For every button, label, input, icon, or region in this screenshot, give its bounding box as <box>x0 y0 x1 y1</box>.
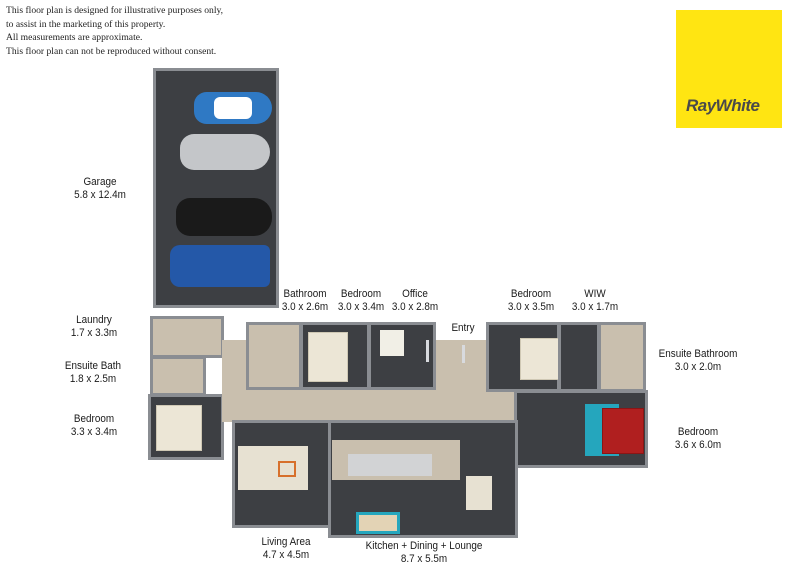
room-size: 1.8 x 2.5m <box>69 373 117 385</box>
room-size: 4.7 x 4.5m <box>262 549 310 561</box>
door-icon <box>426 340 429 362</box>
laundry-room <box>150 316 224 358</box>
bed-icon <box>308 332 348 382</box>
room-size: 3.0 x 2.6m <box>281 301 329 313</box>
disclaimer-line: This floor plan is designed for illustra… <box>6 5 224 16</box>
room-size: 3.0 x 3.4m <box>337 301 385 313</box>
room-label-bedroom-west: Bedroom 3.3 x 3.4m <box>58 413 130 439</box>
room-name: Kitchen + Dining + Lounge <box>365 540 483 552</box>
room-name: Ensuite Bath <box>64 360 122 372</box>
disclaimer-line: All measurements are approximate. <box>6 32 143 44</box>
room-label-entry: Entry <box>448 322 479 335</box>
room-label-bedroom-north: Bedroom 3.0 x 3.4m <box>333 288 389 314</box>
room-name: Ensuite Bathroom <box>658 348 738 360</box>
room-label-wiw: WIW 3.0 x 1.7m <box>567 288 623 314</box>
dining-table-icon <box>356 512 400 534</box>
room-label-living-area: Living Area 4.7 x 4.5m <box>254 536 319 562</box>
disclaimer: This floor plan is designed for illustra… <box>6 4 223 58</box>
room-size: 5.8 x 12.4m <box>74 189 126 201</box>
sofa-icon <box>238 446 308 490</box>
room-name: Bedroom <box>73 413 115 425</box>
room-label-master-bedroom: Bedroom 3.6 x 6.0m <box>666 426 731 452</box>
room-label-bedroom-east: Bedroom 3.0 x 3.5m <box>503 288 559 314</box>
room-label-kitchen-dining-lounge: Kitchen + Dining + Lounge 8.7 x 5.5m <box>361 540 487 566</box>
room-size: 3.0 x 2.8m <box>391 301 439 313</box>
room-size: 3.0 x 2.0m <box>674 361 722 373</box>
bed-icon <box>520 338 562 380</box>
room-size: 8.7 x 5.5m <box>400 553 448 565</box>
ensuite-bath-room <box>150 356 206 396</box>
bed-icon <box>156 405 202 451</box>
room-name: Bathroom <box>283 288 327 300</box>
room-name: Bedroom <box>510 288 552 300</box>
room-label-office: Office 3.0 x 2.8m <box>387 288 443 314</box>
room-label-ensuite-bath: Ensuite Bath 1.8 x 2.5m <box>53 360 134 386</box>
ute-blue-icon <box>170 245 270 287</box>
ensuite-bathroom-room <box>598 322 646 392</box>
brand-name: RayWhite <box>686 96 760 115</box>
disclaimer-line: This floor plan can not be reproduced wi… <box>6 45 217 57</box>
room-name: Garage <box>83 176 117 188</box>
disclaimer-line: to assist in the marketing of this prope… <box>6 18 166 30</box>
room-name: Entry <box>451 322 475 334</box>
room-label-ensuite-bathroom: Ensuite Bathroom 3.0 x 2.0m <box>655 348 741 374</box>
room-name: Bedroom <box>677 426 719 438</box>
room-name: Living Area <box>261 536 311 548</box>
car-silver-icon <box>180 134 270 170</box>
room-label-laundry: Laundry 1.7 x 3.3m <box>58 314 130 340</box>
rug-orange-icon <box>278 461 296 477</box>
bathroom-room <box>246 322 302 390</box>
room-name: WIW <box>584 288 606 300</box>
raywhite-logo: RayWhite <box>676 10 782 128</box>
room-size: 3.0 x 3.5m <box>507 301 555 313</box>
room-label-garage: Garage 5.8 x 12.4m <box>64 176 136 202</box>
island-bench-icon <box>348 454 432 476</box>
room-size: 3.3 x 3.4m <box>70 426 118 438</box>
wiw-room <box>558 322 600 392</box>
room-size: 1.7 x 3.3m <box>70 327 118 339</box>
lounge-chair-icon <box>466 476 492 510</box>
room-label-bathroom: Bathroom 3.0 x 2.6m <box>277 288 333 314</box>
room-size: 3.0 x 1.7m <box>571 301 619 313</box>
bed-red-icon <box>602 408 644 454</box>
desk-icon <box>380 330 404 356</box>
room-name: Bedroom <box>340 288 382 300</box>
room-name: Laundry <box>76 314 112 326</box>
car-black-icon <box>176 198 272 236</box>
car-blue-icon <box>194 92 272 124</box>
room-size: 3.6 x 6.0m <box>674 439 722 451</box>
door-icon <box>462 345 465 363</box>
room-name: Office <box>402 288 428 300</box>
